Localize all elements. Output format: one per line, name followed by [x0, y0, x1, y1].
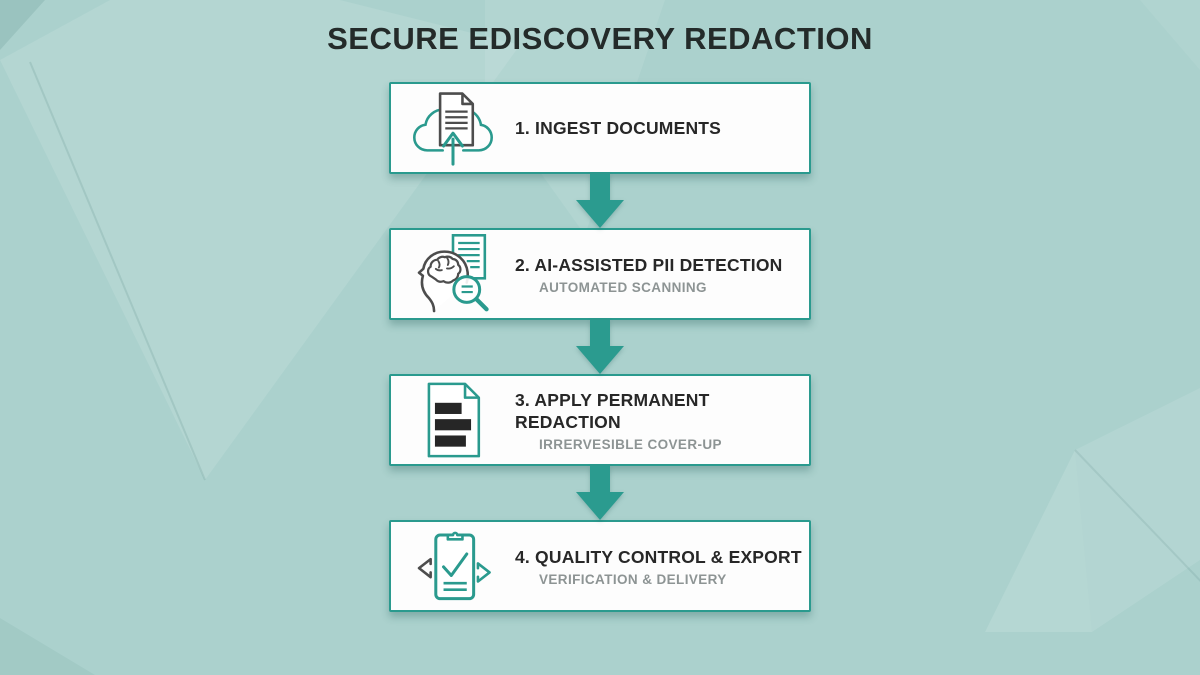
redacted-document-icon [405, 377, 501, 463]
document-upload-cloud-icon [405, 85, 501, 171]
step-subtitle: VERIFICATION & DELIVERY [539, 571, 727, 587]
step-title: 2. AI-ASSISTED PII DETECTION [515, 254, 783, 275]
clipboard-check-export-icon [405, 523, 501, 609]
step-subtitle: IRRERVESIBLE COVER-UP [539, 436, 722, 452]
process-flow: 1. INGEST DOCUMENTS [389, 82, 811, 612]
step-card-pii-detection: 2. AI-ASSISTED PII DETECTION AUTOMATED S… [389, 228, 811, 320]
ai-head-magnifier-icon [405, 231, 501, 317]
step-title: 4. QUALITY CONTROL & EXPORT [515, 546, 802, 567]
step-card-quality-control-export: 4. QUALITY CONTROL & EXPORT VERIFICATION… [389, 520, 811, 612]
step-card-permanent-redaction: 3. APPLY PERMANENT REDACTION IRRERVESIBL… [389, 374, 811, 466]
down-arrow-icon [576, 320, 624, 374]
step-subtitle: AUTOMATED SCANNING [539, 279, 707, 295]
step-title: 3. APPLY PERMANENT REDACTION [515, 389, 710, 432]
down-arrow-icon [576, 466, 624, 520]
down-arrow-icon [576, 174, 624, 228]
page-title: SECURE EDISCOVERY REDACTION [327, 21, 873, 56]
step-title: 1. INGEST DOCUMENTS [515, 118, 722, 138]
step-card-ingest-documents: 1. INGEST DOCUMENTS [389, 82, 811, 174]
